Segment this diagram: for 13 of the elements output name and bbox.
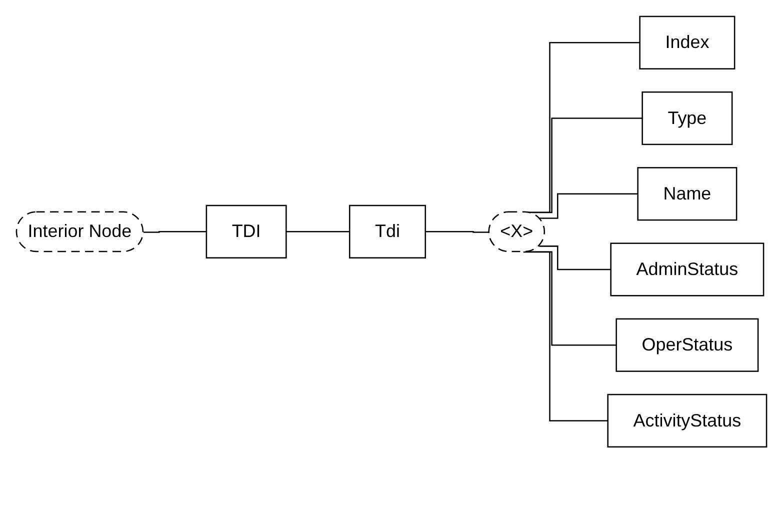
connector	[539, 193, 638, 219]
node-box: Index	[639, 16, 736, 70]
node-box: ActivityStatus	[607, 394, 768, 448]
node-box: Tdi	[348, 204, 426, 258]
connector	[539, 246, 611, 270]
connector	[144, 231, 206, 233]
node-box: Type	[642, 91, 733, 146]
connector	[425, 231, 490, 233]
connector	[286, 231, 350, 232]
node-box: AdminStatus	[610, 242, 764, 296]
node-box: TDI	[206, 204, 287, 258]
node-box: OperStatus	[616, 318, 759, 372]
node-box: Name	[637, 167, 738, 221]
